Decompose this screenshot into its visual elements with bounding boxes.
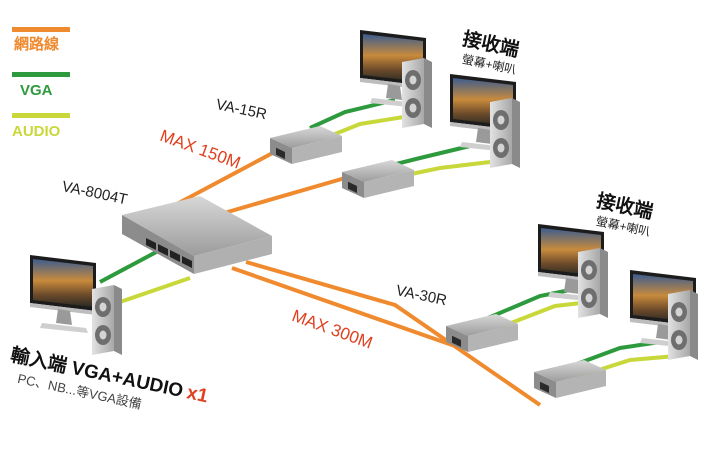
legend-audio-label: AUDIO bbox=[12, 123, 61, 140]
vga-cable-input bbox=[99, 248, 161, 284]
input-monitor-icon bbox=[30, 255, 96, 333]
input-speaker-icon bbox=[92, 285, 122, 355]
input-end-count: x1 bbox=[184, 382, 210, 408]
network-cable-to-va30r bbox=[231, 266, 456, 348]
receiver-speaker-icon bbox=[402, 58, 432, 128]
va30r-receiver-box-icon bbox=[446, 314, 518, 352]
receiver-speaker-icon bbox=[578, 248, 608, 318]
receiver-d-box-icon bbox=[534, 360, 606, 398]
receiver-speaker-icon bbox=[490, 98, 520, 168]
legend-network-label: 網路線 bbox=[14, 36, 60, 53]
va15r-receiver-box-icon bbox=[270, 126, 342, 164]
legend-vga-swatch bbox=[12, 72, 70, 77]
rj45-ports bbox=[146, 238, 192, 268]
legend-vga-label: VGA bbox=[20, 82, 53, 99]
audio-cable-input bbox=[119, 276, 191, 304]
vga-cable-va30r bbox=[487, 288, 571, 320]
receiver-b-box-icon bbox=[342, 160, 414, 198]
network-cable-to-va15r bbox=[174, 146, 283, 207]
legend-audio-swatch bbox=[12, 113, 70, 118]
legend-network-swatch bbox=[12, 27, 70, 32]
transmitter-box-icon bbox=[122, 196, 272, 274]
vga-cable-va15r bbox=[309, 98, 396, 130]
receiver-speaker-icon bbox=[668, 290, 698, 360]
network-cable-to-receiver-d bbox=[245, 260, 542, 407]
